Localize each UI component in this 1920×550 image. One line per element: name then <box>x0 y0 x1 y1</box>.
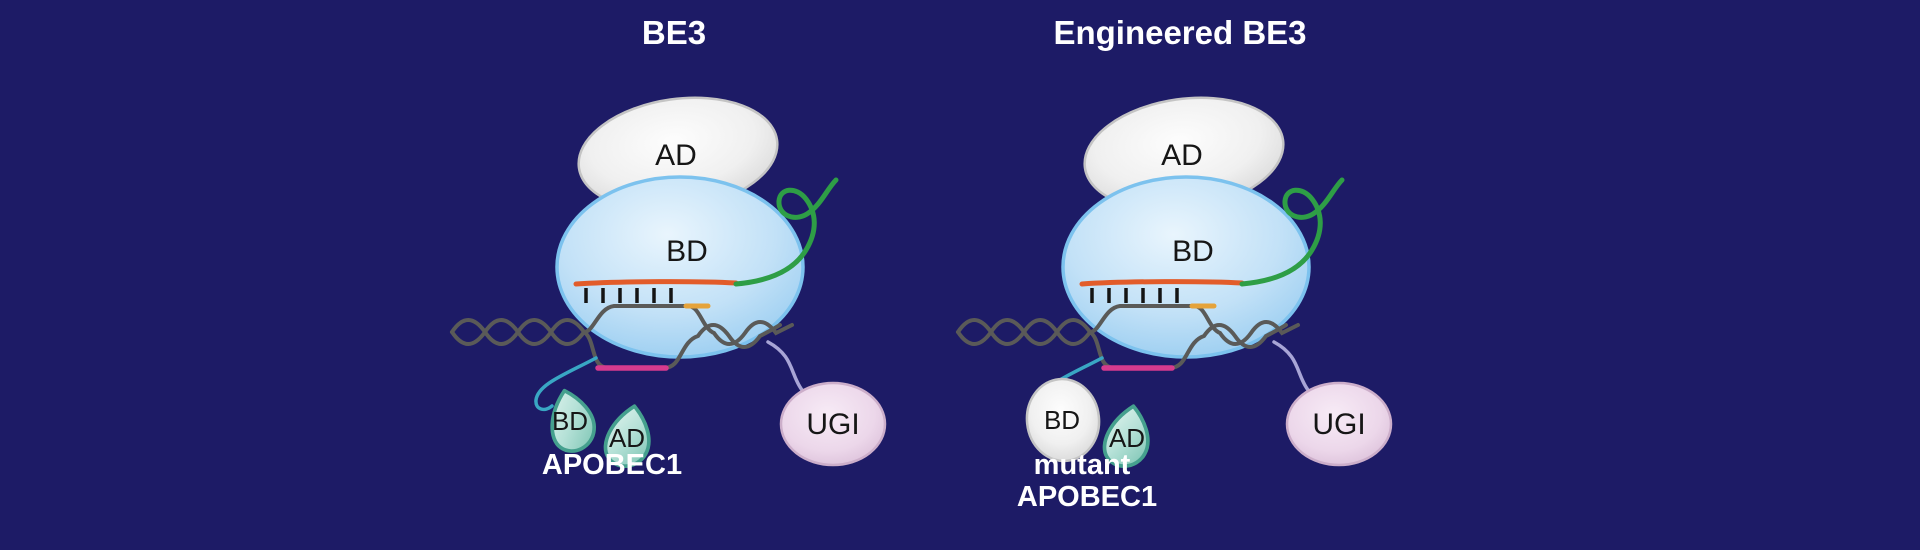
dna-strand-displaced <box>956 318 1288 370</box>
apobec-bd-label: BD <box>552 406 588 436</box>
dna-strand-target <box>956 304 1300 346</box>
cas9-ad-label: AD <box>655 139 697 172</box>
base-pair-ticks <box>1090 288 1179 303</box>
apobec-linker <box>534 356 598 412</box>
dna-strand-target <box>450 304 794 346</box>
panel-title-be3: BE3 <box>642 14 706 51</box>
ugi-domain <box>779 381 887 467</box>
apobec-mutant-label-line2: APOBEC1 <box>1017 481 1157 513</box>
base-pair-ticks <box>584 288 673 303</box>
cas9-bd-label: BD <box>1172 235 1214 268</box>
apobec-mutant-label-line1: mutant <box>1034 449 1131 481</box>
panel-be3: BE3 AD BD UGI BD AD APOBEC1 <box>450 14 887 481</box>
dna-strand-displaced <box>450 318 782 370</box>
sgRNA-scaffold <box>1239 177 1345 287</box>
guide-rna <box>1079 279 1245 287</box>
apobec-ad-lobe <box>1102 404 1150 468</box>
sgRNA-scaffold <box>733 177 839 287</box>
apobec-bd-lobe <box>550 388 596 453</box>
panel-title-engineered-be3: Engineered BE3 <box>1053 14 1306 51</box>
apobec-ad-lobe <box>603 404 651 468</box>
ugi-label: UGI <box>806 408 859 441</box>
cas9-ad-label: AD <box>1161 139 1203 172</box>
guide-rna <box>573 279 739 287</box>
ugi-domain <box>1285 381 1393 467</box>
apobec-mutant-bd-lobe <box>1025 377 1101 463</box>
panel-engineered-be3: Engineered BE3 AD BD UGI BD AD mut <box>956 14 1393 513</box>
ugi-label: UGI <box>1312 408 1365 441</box>
apobec-ad-label: AD <box>1109 423 1145 453</box>
apobec-name-label: APOBEC1 <box>542 449 682 481</box>
apobec-bd-label: BD <box>1044 405 1080 435</box>
apobec-ad-label: AD <box>609 423 645 453</box>
cas9-bd-label: BD <box>666 235 708 268</box>
